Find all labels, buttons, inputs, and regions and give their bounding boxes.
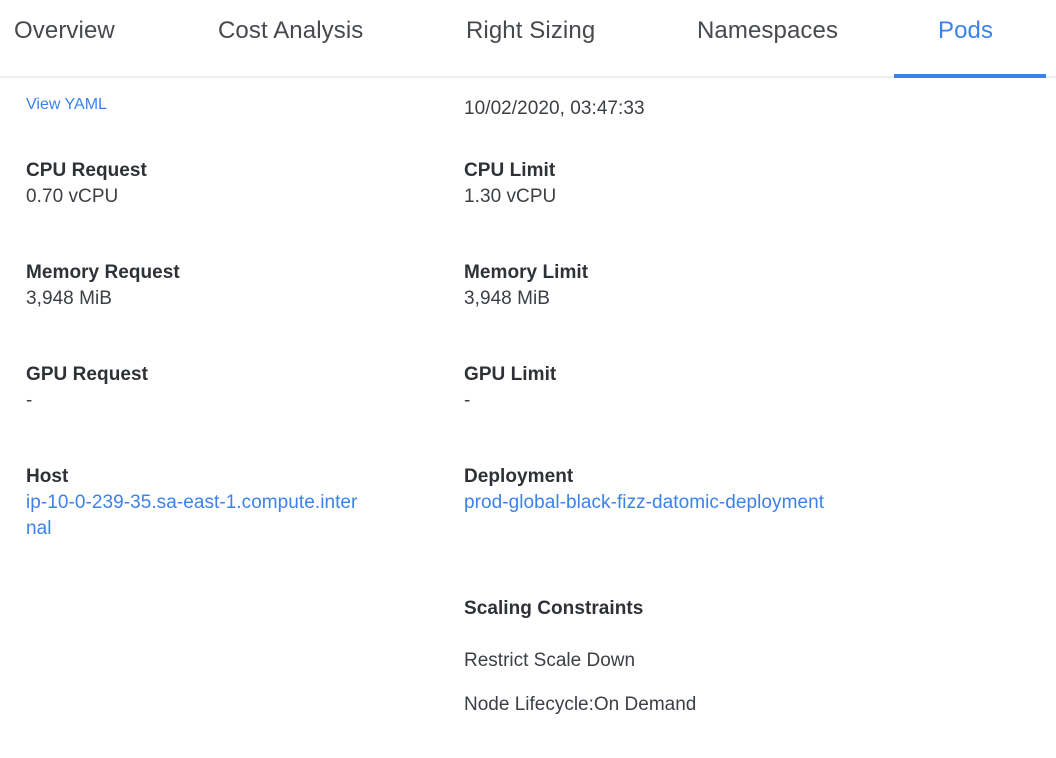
field-value: 3,948 MiB — [26, 288, 112, 309]
field-label: CPU Request — [26, 160, 147, 181]
field-label: GPU Request — [26, 364, 148, 385]
host-link[interactable]: ip-10-0-239-35.sa-east-1.compute.interna… — [26, 492, 358, 539]
field-memory-request: Memory Request 3,948 MiB — [26, 260, 180, 312]
field-value: 1.30 vCPU — [464, 186, 557, 207]
tab-overview[interactable]: Overview — [14, 14, 115, 48]
field-label: GPU Limit — [464, 364, 557, 385]
scaling-constraints-heading: Scaling Constraints — [464, 598, 644, 619]
field-cpu-request: CPU Request 0.70 vCPU — [26, 158, 147, 210]
field-label: Host — [26, 466, 69, 487]
field-label: CPU Limit — [464, 160, 556, 181]
field-label: Memory Limit — [464, 262, 589, 283]
view-yaml-link[interactable]: View YAML — [26, 96, 107, 113]
active-tab-indicator — [894, 74, 1046, 78]
field-label: Memory Request — [26, 262, 180, 283]
tab-pods[interactable]: Pods — [938, 14, 993, 48]
field-value: - — [464, 390, 471, 411]
tab-namespaces[interactable]: Namespaces — [697, 14, 838, 48]
scaling-constraint-item: Node Lifecycle:On Demand — [464, 694, 697, 715]
scaling-constraint-item: Restrict Scale Down — [464, 650, 636, 671]
field-value: - — [26, 390, 33, 411]
field-gpu-limit: GPU Limit - — [464, 362, 556, 414]
field-deployment: Deployment prod-global-black-fizz-datomi… — [464, 464, 846, 516]
deployment-link[interactable]: prod-global-black-fizz-datomic-deploymen… — [464, 492, 825, 513]
field-gpu-request: GPU Request - — [26, 362, 148, 414]
pod-timestamp: 10/02/2020, 03:47:33 — [464, 98, 645, 119]
field-cpu-limit: CPU Limit 1.30 vCPU — [464, 158, 556, 210]
tab-right-sizing[interactable]: Right Sizing — [466, 14, 595, 48]
tab-bar: Overview Cost Analysis Right Sizing Name… — [0, 0, 1056, 78]
field-value: 3,948 MiB — [464, 288, 550, 309]
field-value: 0.70 vCPU — [26, 186, 119, 207]
field-label: Deployment — [464, 466, 574, 487]
field-host: Host ip-10-0-239-35.sa-east-1.compute.in… — [26, 464, 358, 542]
field-memory-limit: Memory Limit 3,948 MiB — [464, 260, 588, 312]
scaling-constraints-section: Scaling Constraints Restrict Scale Down … — [464, 596, 846, 718]
tab-cost-analysis[interactable]: Cost Analysis — [218, 14, 363, 48]
